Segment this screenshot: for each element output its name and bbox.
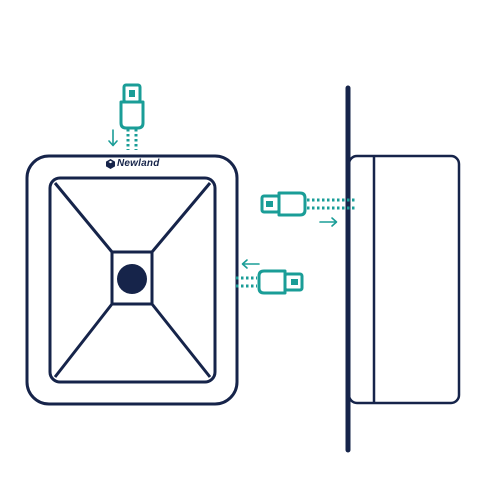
brand-logo-text: Newland — [117, 158, 160, 169]
scanner-diagonal-bl — [53, 303, 114, 378]
scanner-inner-window — [48, 176, 217, 384]
usb-cable-upper — [307, 198, 356, 210]
scanner-diagonal-tl — [53, 182, 114, 253]
usb-connector-icon — [260, 191, 307, 217]
usb-cable-lower — [236, 276, 257, 288]
newland-logo-icon — [106, 159, 115, 169]
usb-connector-icon — [257, 269, 304, 295]
scanner-diagonal-br — [150, 303, 212, 378]
scanner-device — [25, 154, 239, 406]
arrow-right-icon — [319, 217, 338, 227]
usb-connector-icon — [119, 83, 145, 130]
arrow-left-icon — [241, 259, 260, 269]
scanner-lens — [117, 264, 147, 294]
arrow-down-icon — [108, 129, 118, 147]
scanner-outer-frame — [25, 154, 239, 406]
scanner-center-square — [110, 250, 154, 306]
usb-cable-top — [126, 129, 138, 150]
wall-box-outline — [347, 154, 461, 405]
wall-mounted-box — [347, 154, 461, 405]
scanner-diagonal-tr — [150, 182, 212, 253]
